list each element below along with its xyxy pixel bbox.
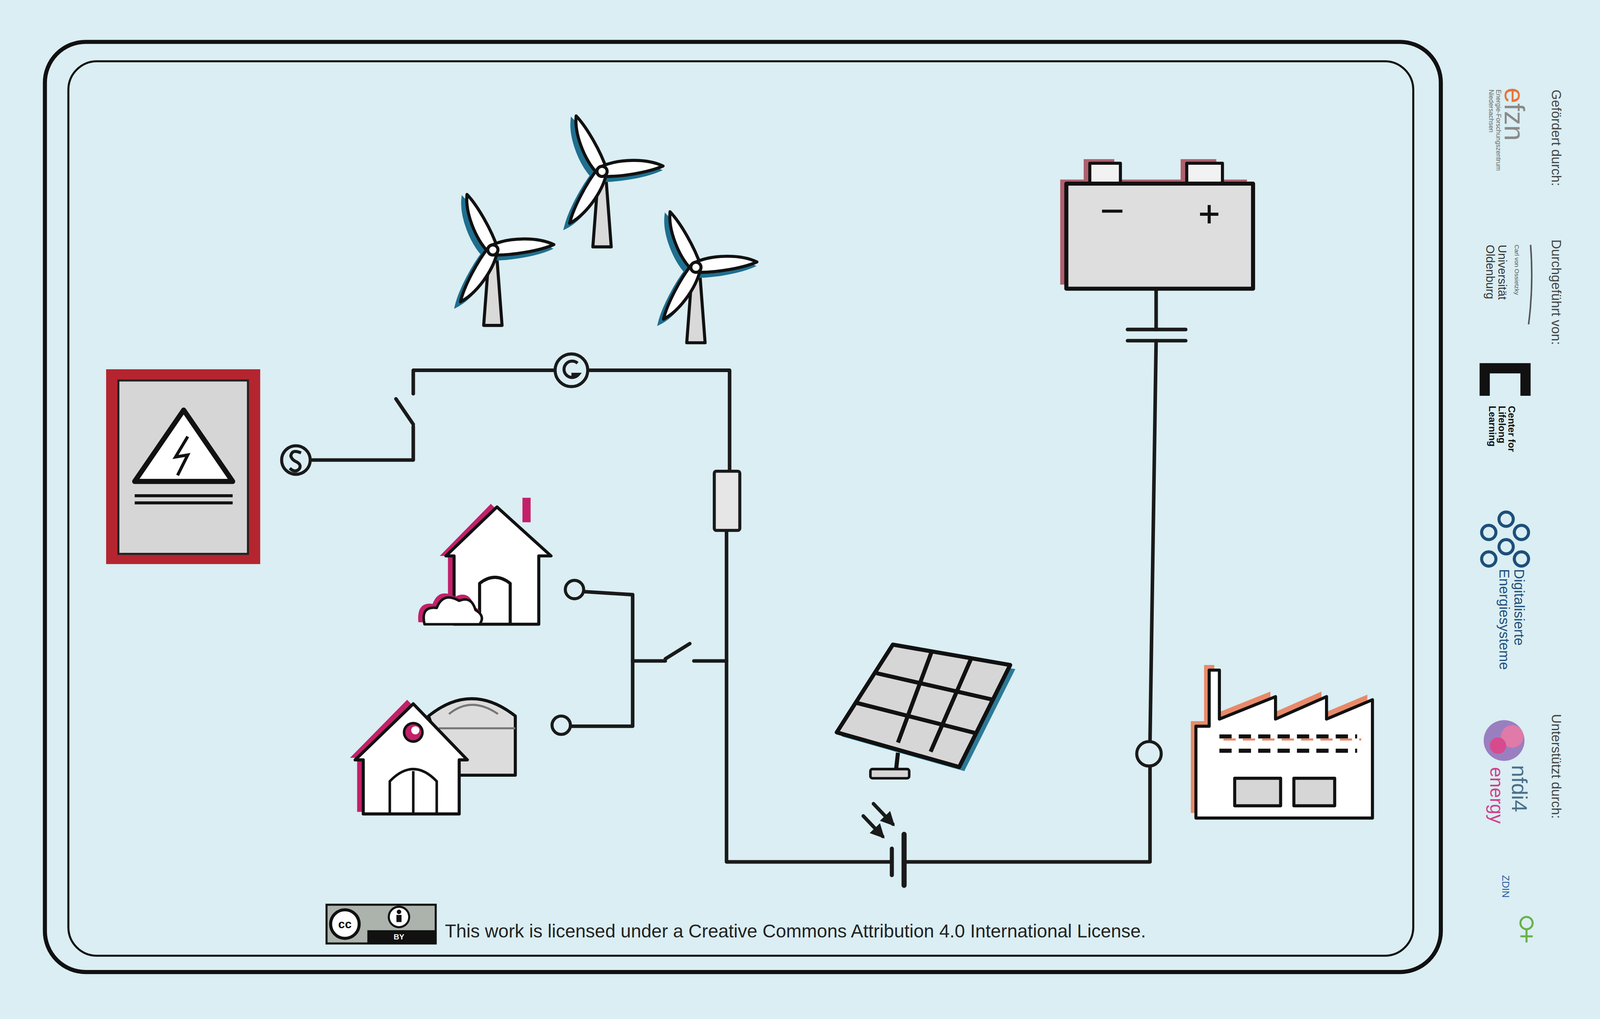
logo-wordmark: energy: [1487, 767, 1506, 825]
license-text: This work is licensed under a Creative C…: [445, 920, 1147, 943]
cc-symbol: cc: [338, 917, 352, 932]
sponsor-heading: Unterstützt durch:: [1548, 714, 1565, 819]
wind-turbines: [451, 113, 758, 343]
logo-subtitle: Carl von Ossietzky: [1513, 244, 1521, 296]
logo-subtitle: Energie-Forschungszentrum Niedersachsen: [1487, 89, 1503, 191]
logo-wordmark: Center for Lifelong Learning: [1487, 406, 1517, 475]
sponsor-heading: Durchgeführt von:: [1548, 239, 1565, 345]
logo-wordmark: Universität Oldenburg: [1483, 244, 1509, 326]
by-symbol: BY: [393, 933, 405, 943]
sponsor-heading: Gefördert durch:: [1548, 89, 1565, 187]
battery: [1060, 159, 1254, 289]
solar-panel: [836, 644, 1016, 779]
logo-wordmark: ZDIN: [1500, 875, 1511, 899]
logo-wordmark: nfdi4: [1508, 765, 1531, 813]
cc-badge: [326, 905, 436, 944]
factory: [1190, 665, 1373, 819]
house: [418, 498, 552, 625]
logo-wordmark: Digitalisierte Energiesysteme: [1497, 569, 1527, 684]
transformer-station: [106, 369, 261, 565]
logo-marks: [1479, 244, 1533, 943]
wires: [310, 291, 1186, 887]
frame: [45, 41, 1441, 973]
biogas-farm: [350, 699, 516, 815]
logo-wordmark: efzn: [1500, 87, 1529, 141]
